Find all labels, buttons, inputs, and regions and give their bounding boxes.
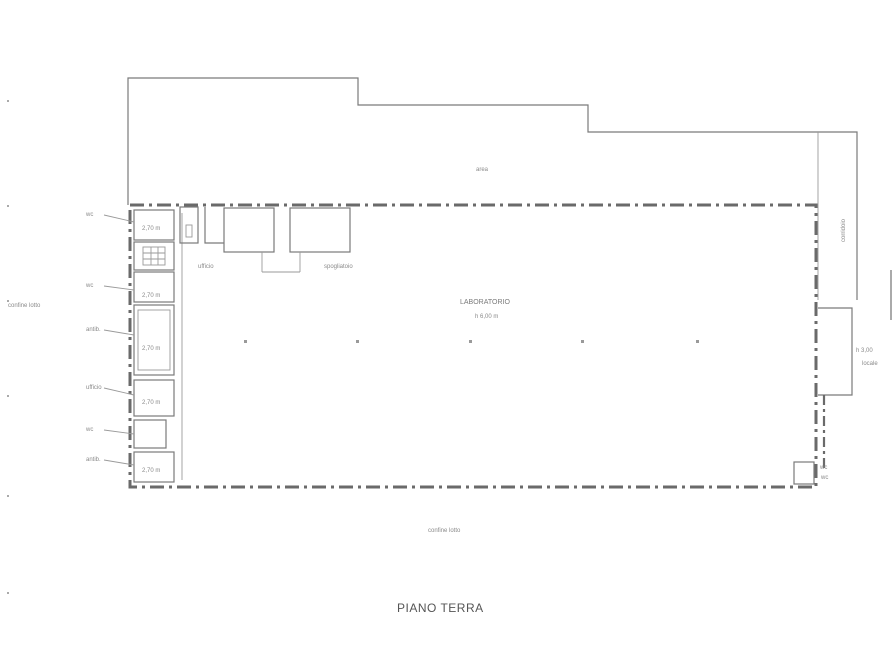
column-row — [244, 340, 699, 343]
small-room-label-2: 2,70 m — [142, 293, 160, 299]
side-tag-3: antib. — [86, 327, 101, 333]
small-room-label-1: 2,70 m — [142, 226, 160, 232]
corridor-label: corridoio — [841, 218, 847, 242]
side-tag-1: wc — [85, 212, 93, 218]
outdoor-label: area — [476, 167, 489, 173]
small-room-label-5: 2,70 m — [142, 468, 160, 474]
corner-room — [793, 461, 815, 485]
main-hall-label: LABORATORIO — [460, 299, 510, 306]
small-room-label-4: 2,70 m — [142, 400, 160, 406]
left-side-label: confine lotto — [8, 303, 41, 309]
side-tag-5: wc — [85, 427, 93, 433]
small-room-label-3: 2,70 m — [142, 346, 160, 352]
side-tags — [103, 214, 135, 466]
right-room-label: h 3,00 — [856, 348, 873, 354]
right-room — [818, 307, 853, 396]
right-room-sub-label: locale — [862, 361, 878, 367]
side-tag-2: wc — [85, 283, 93, 289]
main-hall-sub-label: h 6,00 m — [475, 314, 498, 320]
side-tag-7: wc — [820, 475, 828, 481]
left-room-column — [133, 206, 199, 483]
bottom-side-label: confine lotto — [428, 528, 461, 534]
side-tag-4: ufficio — [86, 385, 102, 391]
outdoor-area-outline — [127, 77, 858, 300]
office-right-label: spogliatoio — [324, 264, 353, 270]
drawing-title: PIANO TERRA — [397, 601, 484, 615]
side-tag-6: antib. — [86, 457, 101, 463]
building-boundary — [128, 203, 818, 489]
office-left-label: ufficio — [198, 264, 214, 270]
top-offices — [204, 207, 351, 273]
margin-ticks — [7, 100, 892, 594]
corner-room-label: wc — [819, 465, 827, 471]
